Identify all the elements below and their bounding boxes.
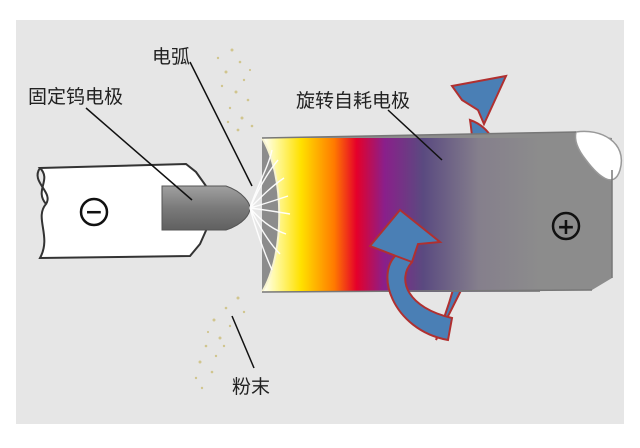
leader-arc <box>189 61 253 187</box>
label-arc: 电弧 <box>152 46 191 68</box>
svg-text:+: + <box>557 215 575 240</box>
positive-sign: + <box>551 211 581 241</box>
svg-text:−: − <box>85 200 103 225</box>
powder-particles <box>194 48 254 390</box>
leader-fixed-electrode <box>85 107 193 201</box>
leader-lines <box>85 61 443 369</box>
fixed-electrode <box>36 162 251 260</box>
label-fixed-electrode: 固定钨电极 <box>28 86 124 108</box>
rotation-arrow-front <box>368 208 454 342</box>
arc-filaments <box>249 149 291 271</box>
label-rotating-electrode: 旋转自耗电极 <box>296 90 411 112</box>
leader-rotating-electrode <box>387 109 443 161</box>
leader-powder <box>231 315 255 369</box>
label-powder: 粉末 <box>232 376 271 398</box>
rotating-electrode <box>261 130 623 293</box>
negative-sign: − <box>79 197 109 227</box>
